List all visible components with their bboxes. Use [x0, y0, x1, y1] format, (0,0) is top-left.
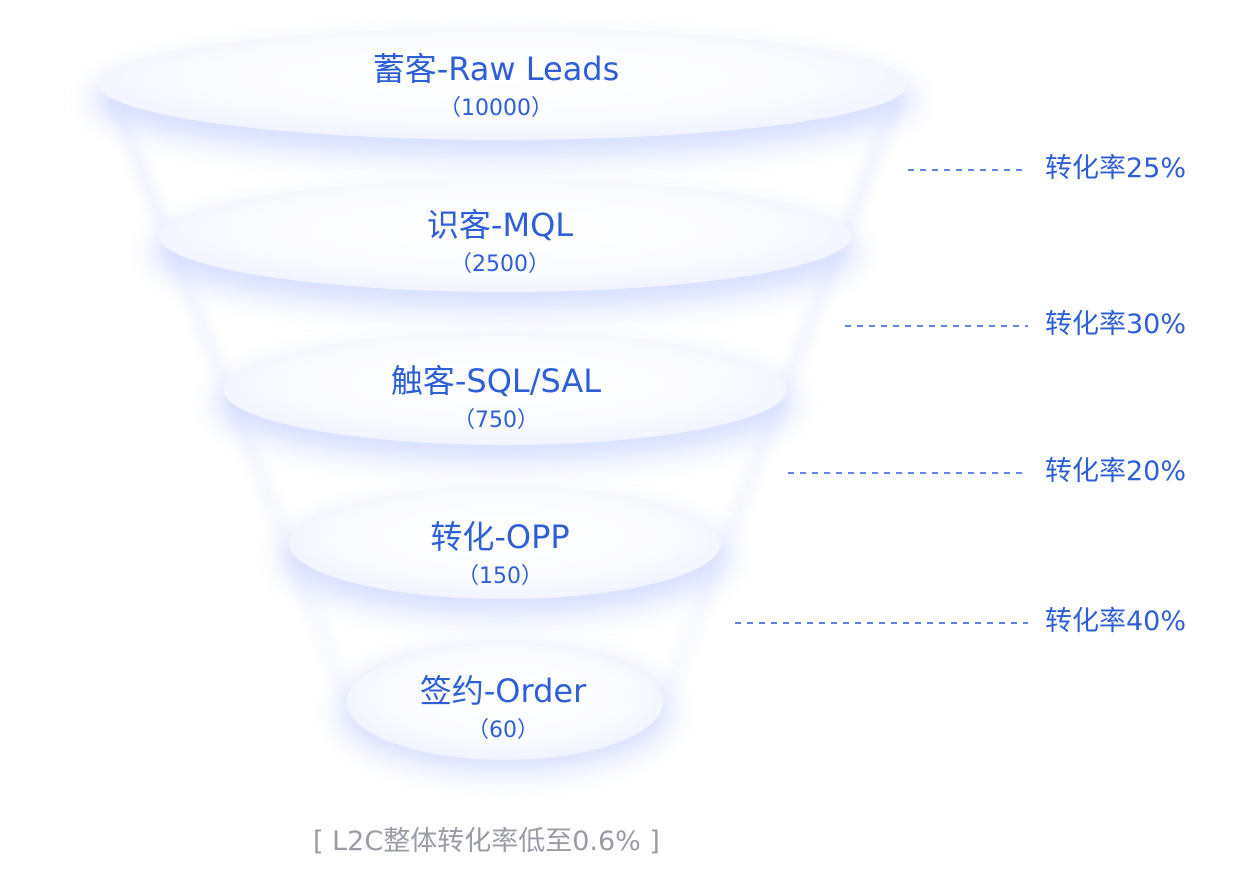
conversion-rate-3: 转化率20% — [1044, 456, 1186, 487]
stage-5-label: 签约-Order （60） — [420, 672, 587, 744]
stage-count: （10000） — [439, 96, 553, 121]
funnel-disc-5 — [339, 644, 671, 772]
funnel-disc-1 — [91, 28, 915, 158]
stage-count: （60） — [467, 718, 539, 743]
stage-name: 识客-MQL — [426, 206, 574, 244]
stage-2-label: 识客-MQL （2500） — [427, 206, 573, 278]
stage-name: 转化-OPP — [430, 518, 570, 556]
stage-1-label: 蓄客-Raw Leads （10000） — [373, 50, 620, 122]
stage-count: （750） — [452, 408, 539, 433]
conversion-rate-2: 转化率30% — [1044, 309, 1186, 340]
stage-count: （2500） — [450, 252, 550, 277]
funnel-disc-4 — [281, 487, 729, 616]
funnel-disc-2 — [151, 180, 859, 310]
stage-name: 触客-SQL/SAL — [390, 362, 602, 400]
conversion-rate-4: 转化率40% — [1044, 606, 1186, 637]
conversion-rate-1: 转化率25% — [1044, 153, 1186, 184]
stage-3-label: 触客-SQL/SAL （750） — [391, 362, 601, 434]
overall-conversion-note: [ L2C整体转化率低至0.6% ] — [313, 826, 660, 857]
stage-count: （150） — [457, 564, 543, 589]
stage-4-label: 转化-OPP （150） — [430, 518, 569, 590]
funnel-disc-3 — [215, 333, 795, 462]
stage-name: 蓄客-Raw Leads — [372, 50, 620, 88]
stage-name: 签约-Order — [419, 672, 587, 710]
